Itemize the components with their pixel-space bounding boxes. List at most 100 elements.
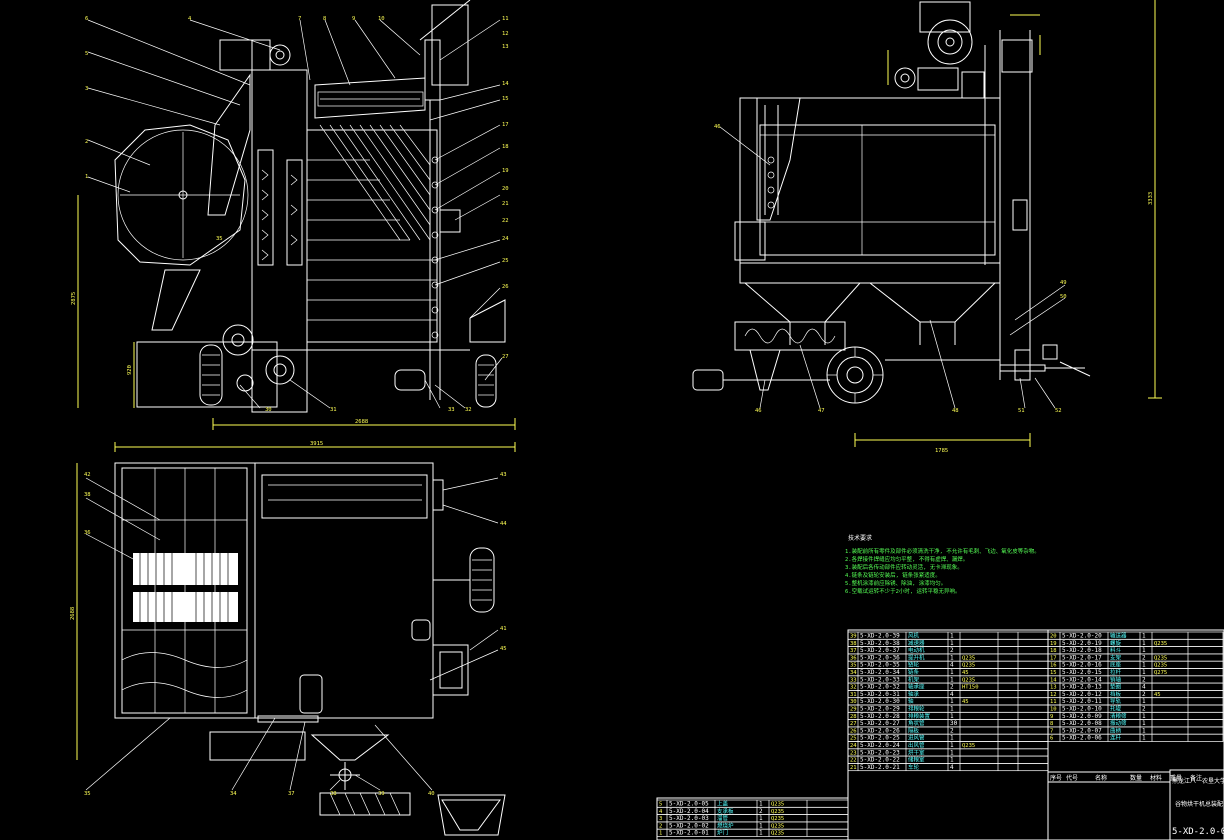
svg-text:37: 37 xyxy=(288,791,295,797)
bom-header-cell: 代号 xyxy=(1066,774,1078,782)
bom-cell-name: 曲柄 xyxy=(1110,726,1122,734)
diagonal-ducts xyxy=(319,124,431,241)
bom-cell-code: 5-XD-2.0-31 xyxy=(860,691,900,698)
bom-cell-name: 料斗 xyxy=(1110,646,1122,654)
svg-text:20: 20 xyxy=(502,186,509,192)
svg-text:26: 26 xyxy=(502,284,509,290)
bom-cell-mat: HT150 xyxy=(962,685,979,691)
svg-text:22: 22 xyxy=(502,218,509,224)
svg-text:1.装配前所有零件及部件必须清洗干净, 不允许有毛刺、飞边、: 1.装配前所有零件及部件必须清洗干净, 不允许有毛刺、飞边、氧化皮等杂物。 xyxy=(845,547,1040,555)
bom-header-cell: 材料 xyxy=(1150,774,1162,782)
bom-cell-code: 5-XD-2.0-12 xyxy=(1062,691,1102,698)
bom-cell-code: 5-XD-2.0-23 xyxy=(860,749,900,756)
svg-text:12: 12 xyxy=(502,31,509,37)
svg-text:3.装配后各传动部件应转动灵活, 无卡滞现象。: 3.装配后各传动部件应转动灵活, 无卡滞现象。 xyxy=(845,563,963,571)
bom-cell-code: 5-XD-2.0-35 xyxy=(860,662,900,669)
svg-text:2: 2 xyxy=(85,139,88,145)
bom-cell-qty: 1 xyxy=(950,757,954,764)
svg-text:14: 14 xyxy=(502,81,509,87)
bom-cell-name: 减速器 xyxy=(908,639,925,647)
bom-cell-qty: 1 xyxy=(1142,713,1146,720)
svg-text:42: 42 xyxy=(84,472,91,478)
bom-cell-name: 支承板 xyxy=(717,807,734,815)
svg-text:35: 35 xyxy=(216,236,223,242)
bom-cell-qty: 1 xyxy=(759,815,763,822)
bom-cell-mat: Q235 xyxy=(962,677,975,683)
bom-cell-mat: Q235 xyxy=(962,743,975,749)
bom-cell-no: 29 xyxy=(850,707,857,713)
louvres xyxy=(307,159,437,321)
furnace xyxy=(114,124,246,266)
bom-cell-name: 螺旋 xyxy=(1110,639,1122,647)
bom-cell-qty: 1 xyxy=(1142,662,1146,669)
bom-cell-no: 31 xyxy=(850,692,857,698)
bom-cell-name: 轴承座 xyxy=(908,683,925,691)
bom-cell-name: 振动筛 xyxy=(1110,719,1127,727)
bom-cell-qty: 1 xyxy=(950,742,954,749)
bom-cell-code: 5-XD-2.0-18 xyxy=(1062,647,1102,654)
svg-text:15: 15 xyxy=(502,96,509,102)
svg-text:44: 44 xyxy=(500,521,507,527)
svg-text:38: 38 xyxy=(330,791,337,797)
bom-cell-code: 5-XD-2.0-32 xyxy=(860,684,900,691)
bom-cell-code: 5-XD-2.0-36 xyxy=(860,654,900,661)
bom-cell-no: 13 xyxy=(1050,685,1057,691)
svg-text:10: 10 xyxy=(378,16,385,22)
bom-cell-code: 5-XD-2.0-26 xyxy=(860,727,900,734)
bom-cell-no: 17 xyxy=(1050,655,1057,661)
svg-text:31: 31 xyxy=(330,407,337,413)
bom-cell-name: 支架 xyxy=(1110,653,1122,661)
svg-text:36: 36 xyxy=(84,530,91,536)
bom-cell-no: 5 xyxy=(659,802,662,808)
bom-cell-qty: 1 xyxy=(950,640,954,647)
svg-text:24: 24 xyxy=(502,236,509,242)
bom-cell-mat: Q275 xyxy=(1154,670,1167,676)
bom-cell-qty: 1 xyxy=(1142,633,1146,640)
svg-text:18: 18 xyxy=(502,144,509,150)
svg-text:5.整机涂漆前应除锈、除油, 涂漆均匀。: 5.整机涂漆前应除锈、除油, 涂漆均匀。 xyxy=(845,579,946,587)
bom-cell-qty: 1 xyxy=(950,698,954,705)
bom-cell-no: 26 xyxy=(850,728,857,734)
bom-cell-code: 5-XD-2.0-21 xyxy=(860,764,900,771)
bom-cell-code: 5-XD-2.0-29 xyxy=(860,706,900,713)
bom-cell-name: 烘干室 xyxy=(908,748,925,756)
bom-cell-code: 5-XD-2.0-01 xyxy=(669,830,709,837)
bom-cell-no: 27 xyxy=(850,721,857,727)
bom-cell-qty: 1 xyxy=(759,801,763,808)
bom-cell-code: 5-XD-2.0-19 xyxy=(1062,640,1102,647)
bom-cell-qty: 4 xyxy=(950,691,954,698)
title-block: 黑龙江八一农垦大学 工程学院 谷物烘干机总装配图 5-XD-2.0-00 序号代… xyxy=(1047,769,1224,840)
bom-cell-qty: 1 xyxy=(1142,720,1146,727)
bom-cell-qty: 1 xyxy=(950,713,954,720)
bom-cell-name: 燃烧炉 xyxy=(717,821,734,829)
bom-cell-code: 5-XD-2.0-05 xyxy=(669,801,709,808)
bom-cell-code: 5-XD-2.0-22 xyxy=(860,757,900,764)
svg-text:34: 34 xyxy=(230,791,237,797)
bom-cell-name: 链轮 xyxy=(908,661,920,669)
bom-cell-code: 5-XD-2.0-06 xyxy=(1062,735,1102,742)
bom-cell-name: 储粮室 xyxy=(908,756,925,764)
bom-cell-no: 23 xyxy=(850,750,857,756)
bom-cell-name: 托辊 xyxy=(1110,705,1122,713)
bom-cell-qty: 1 xyxy=(1142,727,1146,734)
bom-cell-name: 隔板 xyxy=(908,726,920,734)
bom-cell-no: 25 xyxy=(850,736,857,742)
bom-cell-no: 35 xyxy=(850,663,857,669)
front-elevation-view: 2688 2875 920 xyxy=(71,0,516,430)
bom-cell-code: 5-XD-2.0-13 xyxy=(1062,684,1102,691)
bom-cell-mat: Q235 xyxy=(962,663,975,669)
bom-cell-code: 5-XD-2.0-33 xyxy=(860,676,900,683)
bom-cell-name: 导轨 xyxy=(1110,697,1122,705)
